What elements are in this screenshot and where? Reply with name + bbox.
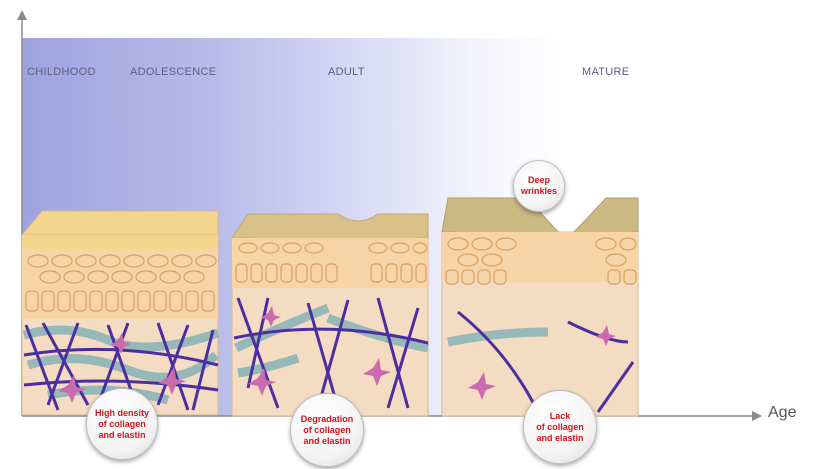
young-collagen-network	[23, 322, 219, 411]
stage-label-adult: ADULT	[328, 66, 365, 78]
adult-elastin-fibers	[234, 303, 429, 378]
bubble-high-density: High density of collagen and elastin	[86, 388, 158, 460]
stage-label-adolescence: ADOLESCENCE	[130, 66, 217, 78]
mature-elastin-fibers	[447, 327, 549, 347]
adult-fibroblast-cells	[248, 306, 391, 396]
adult-skin-block	[231, 213, 429, 417]
adult-collagen-network	[233, 297, 429, 409]
adult-cell-layer	[232, 238, 428, 288]
x-axis-arrow-icon	[752, 411, 762, 421]
young-fibroblast-cells	[58, 333, 186, 403]
stage-label-childhood: CHILDHOOD	[27, 66, 96, 78]
young-skin-block	[20, 210, 220, 416]
bubble-lack: Lack of collagen and elastin	[523, 390, 597, 464]
bubble-degradation: Degradation of collagen and elastin	[290, 393, 364, 467]
mature-skin-block	[441, 197, 639, 417]
bubble-deep-wrinkles: Deep wrinkles	[513, 160, 565, 212]
mature-fibroblast-cells	[468, 325, 616, 400]
young-epidermis-surface	[20, 210, 219, 236]
stage-label-mature: MATURE	[582, 66, 630, 78]
y-axis-arrow-icon	[17, 10, 27, 20]
x-axis-label: Age	[768, 404, 797, 421]
